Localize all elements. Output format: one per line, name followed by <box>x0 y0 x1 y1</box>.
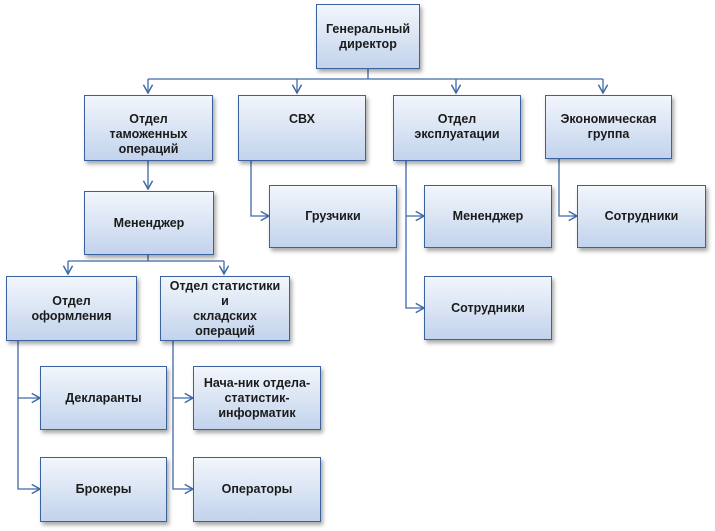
node-registration-department: Отдел оформления <box>6 276 137 341</box>
node-head-statistics: Нача-ник отдела- статистик- информатик <box>193 366 321 430</box>
node-customs-department: Отдел таможенных операций <box>84 95 213 161</box>
node-operations-department: Отдел эксплуатации <box>393 95 521 161</box>
node-employees-economic: Сотрудники <box>577 185 706 248</box>
node-manager-customs: Мененджер <box>84 191 214 255</box>
node-loaders: Грузчики <box>269 185 397 248</box>
node-employees-operations: Сотрудники <box>424 276 552 340</box>
node-economic-group: Экономическая группа <box>545 95 672 159</box>
node-declarants: Декларанты <box>40 366 167 430</box>
node-statistics-department: Отдел статистики и складских операций <box>160 276 290 341</box>
node-operators: Операторы <box>193 457 321 522</box>
node-manager-operations: Мененджер <box>424 185 552 248</box>
node-svh: СВХ <box>238 95 366 161</box>
node-ceo: Генеральный директор <box>316 4 420 69</box>
node-brokers: Брокеры <box>40 457 167 522</box>
